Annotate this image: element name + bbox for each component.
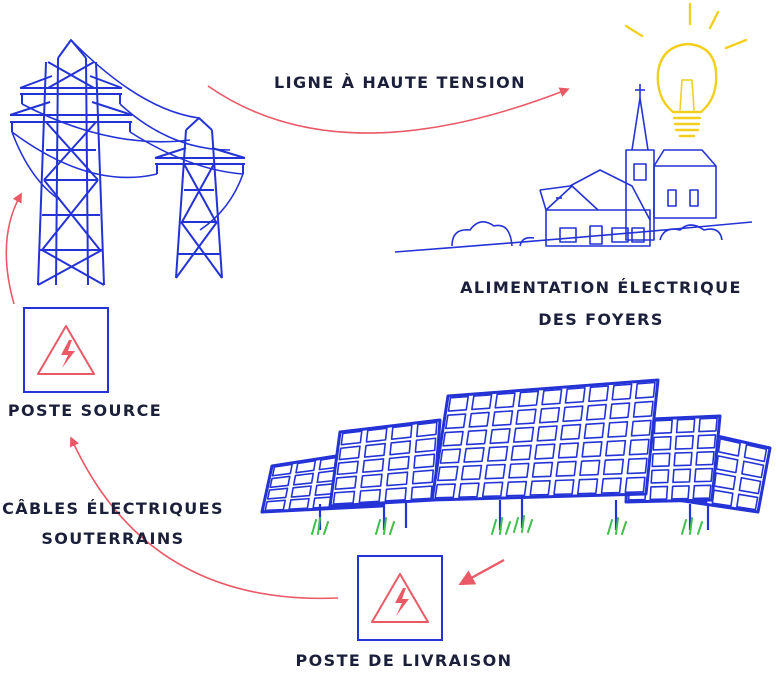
arrow-icon — [5, 85, 570, 600]
high-voltage-warning-icon — [23, 307, 109, 393]
arrow-cables-to-source — [69, 436, 339, 600]
pylon-small — [154, 117, 246, 279]
arrow-source-to-pylon — [5, 192, 22, 305]
label-source-substation: POSTE SOURCE — [7, 401, 163, 420]
label-household-supply: ALIMENTATION ÉLECTRIQUE DES FOYERS — [460, 278, 742, 329]
arrow-pylon-to-village — [207, 85, 570, 134]
solar-panel-icon — [260, 378, 772, 535]
label-delivery-substation: POSTE DE LIVRAISON — [295, 651, 513, 670]
village-house-icon — [394, 84, 753, 253]
high-voltage-warning-icon — [357, 555, 443, 641]
pylon-large — [9, 39, 133, 286]
power-pylon-icon — [9, 39, 246, 286]
label-high-voltage-line: LIGNE À HAUTE TENSION — [274, 73, 526, 92]
light-bulb-icon — [624, 2, 748, 138]
arrow-solar-to-delivery — [458, 558, 505, 586]
label-underground-cables: CÂBLES ÉLECTRIQUES SOUTERRAINS — [2, 499, 224, 548]
